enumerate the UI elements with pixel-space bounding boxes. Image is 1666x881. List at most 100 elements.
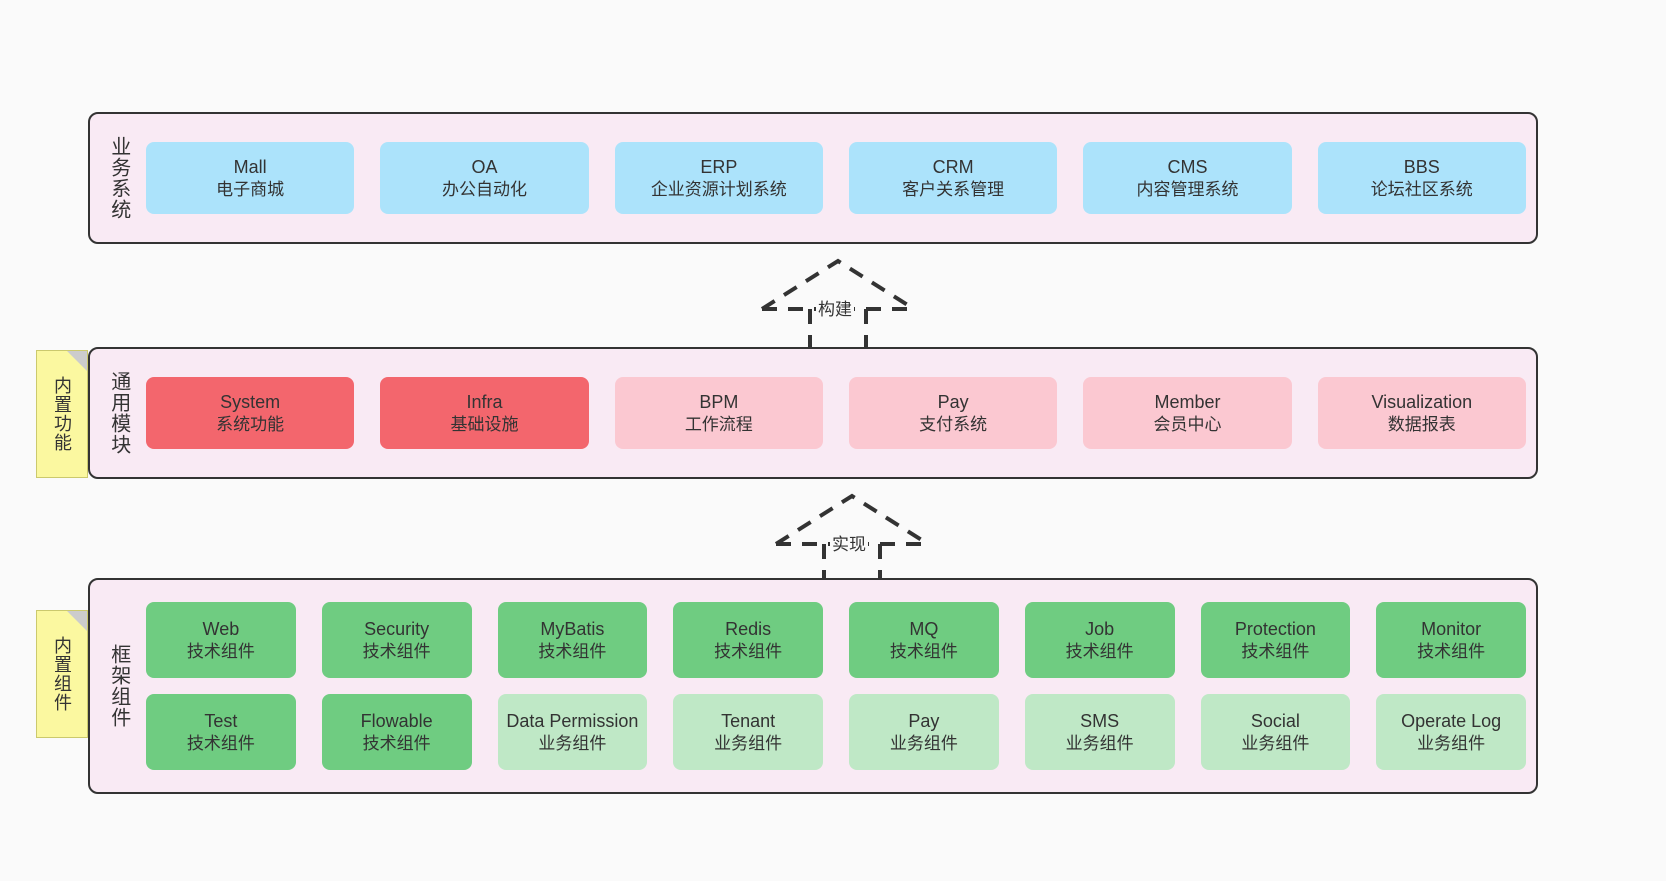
node-subtitle: 技术组件 xyxy=(889,641,958,661)
node-name: Tenant xyxy=(721,711,776,732)
node-name: Operate Log xyxy=(1401,711,1502,732)
node-subtitle: 技术组件 xyxy=(186,641,255,661)
node-subtitle: 系统功能 xyxy=(216,414,285,434)
node-name: Pay xyxy=(937,392,969,413)
node-mall[interactable]: Mall 电子商城 xyxy=(146,142,355,214)
node-pay-component[interactable]: Pay 业务组件 xyxy=(849,694,999,770)
node-name: MQ xyxy=(909,619,939,640)
node-test[interactable]: Test 技术组件 xyxy=(146,694,296,770)
node-mybatis[interactable]: MyBatis 技术组件 xyxy=(497,602,648,678)
node-subtitle: 业务组件 xyxy=(1065,733,1134,753)
node-subtitle: 工作流程 xyxy=(684,414,753,434)
node-name: Security xyxy=(364,619,430,640)
node-name: BPM xyxy=(699,392,739,413)
node-row: Mall 电子商城 OA 办公自动化 ERP 企业资源计划系统 CRM 客户关系… xyxy=(146,142,1526,214)
node-name: Test xyxy=(204,711,238,732)
node-subtitle: 业务组件 xyxy=(1417,733,1486,753)
node-subtitle: 技术组件 xyxy=(1065,641,1134,661)
note-built-in-features: 内置功能 xyxy=(36,350,88,478)
node-social[interactable]: Social 业务组件 xyxy=(1200,694,1351,770)
node-subtitle: 基础设施 xyxy=(450,414,519,434)
node-subtitle: 业务组件 xyxy=(714,733,783,753)
node-name: System xyxy=(220,392,281,413)
node-member[interactable]: Member 会员中心 xyxy=(1083,377,1292,449)
node-name: OA xyxy=(471,157,498,178)
node-name: MyBatis xyxy=(540,619,605,640)
node-name: Social xyxy=(1250,711,1300,732)
arrow-label-build: 构建 xyxy=(816,295,854,320)
node-name: Mall xyxy=(233,157,267,178)
node-subtitle: 业务组件 xyxy=(889,733,958,753)
node-subtitle: 会员中心 xyxy=(1153,414,1222,434)
node-protection[interactable]: Protection 技术组件 xyxy=(1200,602,1351,678)
node-name: Infra xyxy=(466,392,503,413)
node-visualization[interactable]: Visualization 数据报表 xyxy=(1317,377,1526,449)
node-subtitle: 内容管理系统 xyxy=(1136,179,1239,199)
layer-business-systems: 业务系统 Mall 电子商城 OA 办公自动化 ERP 企业资源计划系统 CRM… xyxy=(88,112,1538,244)
node-erp[interactable]: ERP 企业资源计划系统 xyxy=(614,142,823,214)
node-subtitle: 业务组件 xyxy=(1241,733,1310,753)
layer-title-common-modules: 通用模块 xyxy=(107,371,130,455)
layer-common-modules: 通用模块 System 系统功能 Infra 基础设施 BPM 工作流程 Pay… xyxy=(88,347,1538,479)
note-built-in-components: 内置组件 xyxy=(36,610,88,738)
node-subtitle: 技术组件 xyxy=(538,641,607,661)
node-data-permission[interactable]: Data Permission 业务组件 xyxy=(497,694,648,770)
layer-title-framework-components: 框架组件 xyxy=(107,644,130,728)
node-name: Data Permission xyxy=(506,711,639,732)
node-subtitle: 办公自动化 xyxy=(441,179,527,199)
node-infra[interactable]: Infra 基础设施 xyxy=(380,377,589,449)
node-bbs[interactable]: BBS 论坛社区系统 xyxy=(1317,142,1526,214)
node-subtitle: 企业资源计划系统 xyxy=(650,179,787,199)
node-oa[interactable]: OA 办公自动化 xyxy=(380,142,589,214)
realization-arrow-build: 构建 xyxy=(758,255,918,353)
node-subtitle: 支付系统 xyxy=(919,414,988,434)
node-bpm[interactable]: BPM 工作流程 xyxy=(614,377,823,449)
node-name: Pay xyxy=(908,711,940,732)
node-sms[interactable]: SMS 业务组件 xyxy=(1024,694,1175,770)
layer-framework-components: 框架组件 Web 技术组件 Security 技术组件 MyBatis 技术组件… xyxy=(88,578,1538,794)
node-name: Job xyxy=(1085,619,1115,640)
node-mq[interactable]: MQ 技术组件 xyxy=(849,602,999,678)
node-redis[interactable]: Redis 技术组件 xyxy=(673,602,823,678)
node-name: BBS xyxy=(1403,157,1440,178)
node-row: System 系统功能 Infra 基础设施 BPM 工作流程 Pay 支付系统… xyxy=(146,377,1526,449)
node-subtitle: 技术组件 xyxy=(362,641,431,661)
node-row: Test 技术组件 Flowable 技术组件 Data Permission … xyxy=(146,694,1526,770)
node-name: Redis xyxy=(725,619,772,640)
node-name: Monitor xyxy=(1421,619,1482,640)
node-name: CMS xyxy=(1167,157,1208,178)
arrow-label-implement: 实现 xyxy=(830,530,868,555)
node-name: Protection xyxy=(1234,619,1316,640)
node-subtitle: 技术组件 xyxy=(186,733,255,753)
node-subtitle: 技术组件 xyxy=(1241,641,1310,661)
realization-arrow-implement: 实现 xyxy=(772,490,932,588)
node-name: Flowable xyxy=(360,711,433,732)
node-system[interactable]: System 系统功能 xyxy=(146,377,355,449)
node-monitor[interactable]: Monitor 技术组件 xyxy=(1376,602,1526,678)
node-name: Member xyxy=(1154,392,1221,413)
node-operate-log[interactable]: Operate Log 业务组件 xyxy=(1376,694,1526,770)
node-name: SMS xyxy=(1080,711,1120,732)
note-label: 内置组件 xyxy=(52,636,72,712)
node-pay[interactable]: Pay 支付系统 xyxy=(848,377,1058,449)
node-tenant[interactable]: Tenant 业务组件 xyxy=(673,694,823,770)
node-cms[interactable]: CMS 内容管理系统 xyxy=(1083,142,1292,214)
node-subtitle: 电子商城 xyxy=(216,179,285,199)
note-label: 内置功能 xyxy=(52,376,72,452)
node-subtitle: 数据报表 xyxy=(1387,414,1456,434)
layer-body-business-systems: Mall 电子商城 OA 办公自动化 ERP 企业资源计划系统 CRM 客户关系… xyxy=(146,114,1536,242)
node-crm[interactable]: CRM 客户关系管理 xyxy=(848,142,1058,214)
layer-body-common-modules: System 系统功能 Infra 基础设施 BPM 工作流程 Pay 支付系统… xyxy=(146,349,1536,477)
node-subtitle: 论坛社区系统 xyxy=(1370,179,1473,199)
node-web[interactable]: Web 技术组件 xyxy=(146,602,296,678)
node-security[interactable]: Security 技术组件 xyxy=(321,602,472,678)
node-job[interactable]: Job 技术组件 xyxy=(1024,602,1175,678)
node-flowable[interactable]: Flowable 技术组件 xyxy=(321,694,472,770)
node-name: CRM xyxy=(932,157,974,178)
layer-body-framework-components: Web 技术组件 Security 技术组件 MyBatis 技术组件 Redi… xyxy=(146,580,1536,792)
node-subtitle: 业务组件 xyxy=(538,733,607,753)
node-name: ERP xyxy=(700,157,738,178)
layer-title-business-systems: 业务系统 xyxy=(107,136,130,220)
node-row: Web 技术组件 Security 技术组件 MyBatis 技术组件 Redi… xyxy=(146,602,1526,678)
